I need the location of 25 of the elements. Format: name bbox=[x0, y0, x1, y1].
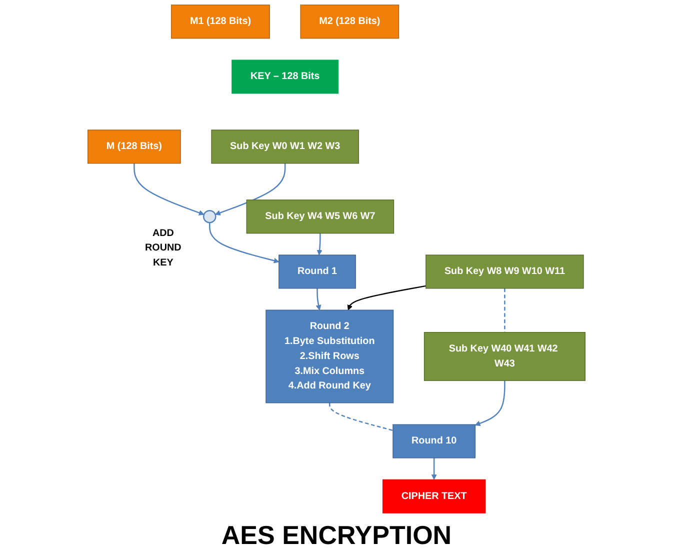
node-box: M1 (128 Bits) bbox=[171, 4, 270, 39]
arrow bbox=[316, 233, 322, 256]
node-box: Round 1 bbox=[278, 254, 356, 289]
arrow bbox=[316, 288, 322, 310]
diagram-title: AES ENCRYPTION bbox=[221, 520, 452, 551]
node-box: Sub Key W0 W1 W2 W3 bbox=[211, 130, 359, 164]
node-box: CIPHER TEXT bbox=[382, 479, 486, 514]
connector bbox=[504, 288, 506, 332]
node-box: Sub Key W8 W9 W10 W11 bbox=[426, 254, 584, 289]
node-box: Round 10 bbox=[392, 424, 476, 458]
node-box: M2 (128 Bits) bbox=[300, 4, 400, 39]
node-box: KEY – 128 Bits bbox=[232, 60, 339, 94]
node-label: ADD ROUND KEY bbox=[145, 228, 182, 268]
node-box: Round 2 1.Byte Substitution 2.Shift Rows 3.Mix Columns 4.Add Round Key bbox=[266, 310, 394, 404]
node-box: Sub Key W40 W41 W42 W43 bbox=[424, 332, 586, 381]
arrow bbox=[474, 380, 506, 426]
arrow bbox=[347, 285, 426, 310]
node-box: M (128 Bits) bbox=[88, 130, 181, 164]
node-circle bbox=[203, 210, 216, 224]
node-box: Sub Key W4 W5 W6 W7 bbox=[246, 200, 394, 234]
connector bbox=[329, 402, 394, 432]
arrow bbox=[209, 222, 280, 264]
arrow bbox=[431, 458, 437, 480]
arrow bbox=[134, 163, 204, 216]
arrow bbox=[215, 163, 286, 216]
